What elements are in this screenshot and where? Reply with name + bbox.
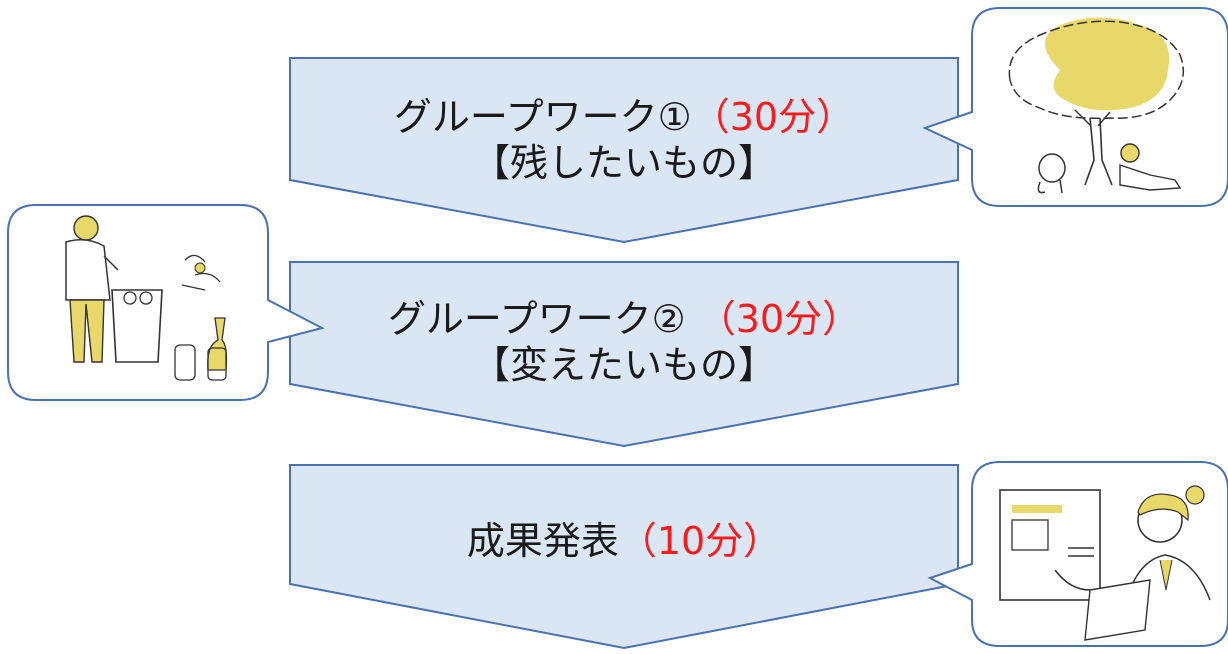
step-2-title-line: グループワーク② （30分） [290,296,958,342]
step-1-title: グループワーク① [393,95,692,139]
step-1-subtitle: 【残したいもの】 [471,141,776,185]
person-recycling-bottles-icon [65,215,228,381]
step-3-duration: （10分） [618,519,782,563]
speech-bubble-2 [7,204,325,401]
step-2-subtitle: 【変えたいもの】 [471,343,776,387]
step-2-arrow [289,261,959,448]
step-2-title: グループワーク② [387,297,686,341]
step-2-duration: （30分） [685,297,861,341]
step-3-label: 成果発表（10分） [290,518,958,564]
step-2-label: グループワーク② （30分） 【変えたいもの】 [290,296,958,388]
step-3-title-line: 成果発表（10分） [290,518,958,564]
woman-presenting-document-icon [999,485,1211,641]
step-1-duration: （30分） [691,95,855,139]
step-1-arrow [289,57,959,244]
step-1-label: グループワーク①（30分） 【残したいもの】 [290,94,958,186]
step-3-arrow [289,464,959,650]
person-relaxing-under-tree-with-dog-icon [1008,17,1185,194]
step-3-title: 成果発表 [466,519,619,563]
step-1-title-line: グループワーク①（30分） [290,94,958,140]
